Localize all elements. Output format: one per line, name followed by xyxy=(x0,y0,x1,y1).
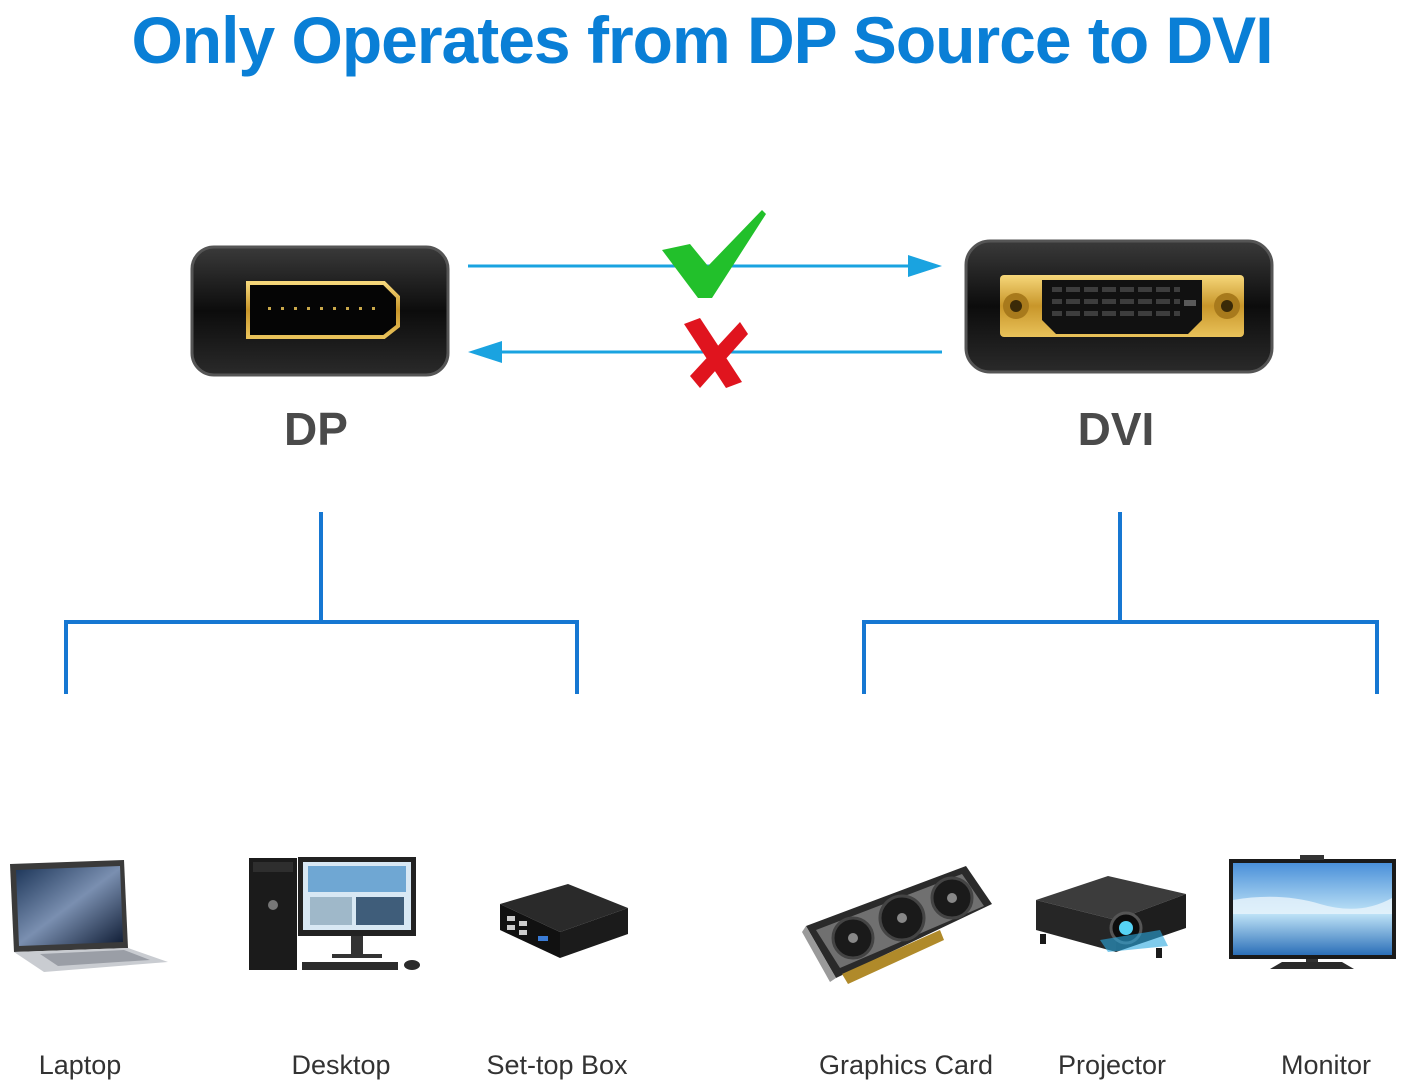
dvi-port-icon xyxy=(964,239,1274,374)
dvi-label: DVI xyxy=(1077,403,1155,455)
device-label-projector: Projector xyxy=(1057,1050,1167,1080)
monitor-icon xyxy=(1229,855,1396,969)
graphics-card-icon xyxy=(802,866,992,984)
dp-tree-lines xyxy=(64,512,579,694)
device-label-laptop: Laptop xyxy=(38,1050,122,1080)
check-icon xyxy=(662,210,766,298)
device-label-graphics-card: Graphics Card xyxy=(818,1050,994,1080)
device-label-set-top-box: Set-top Box xyxy=(486,1050,628,1080)
diagram-title: Only Operates from DP Source to DVI xyxy=(131,3,1273,77)
projector-icon xyxy=(1036,876,1186,958)
dp-port-icon xyxy=(190,245,450,377)
device-label-monitor: Monitor xyxy=(1280,1050,1372,1080)
dvi-tree-lines xyxy=(862,512,1379,694)
cross-icon xyxy=(684,318,748,388)
desktop-icon xyxy=(249,857,420,970)
set-top-box-icon xyxy=(500,884,628,958)
laptop-icon xyxy=(10,860,168,972)
dp-label: DP xyxy=(284,403,348,455)
device-label-desktop: Desktop xyxy=(291,1050,391,1080)
